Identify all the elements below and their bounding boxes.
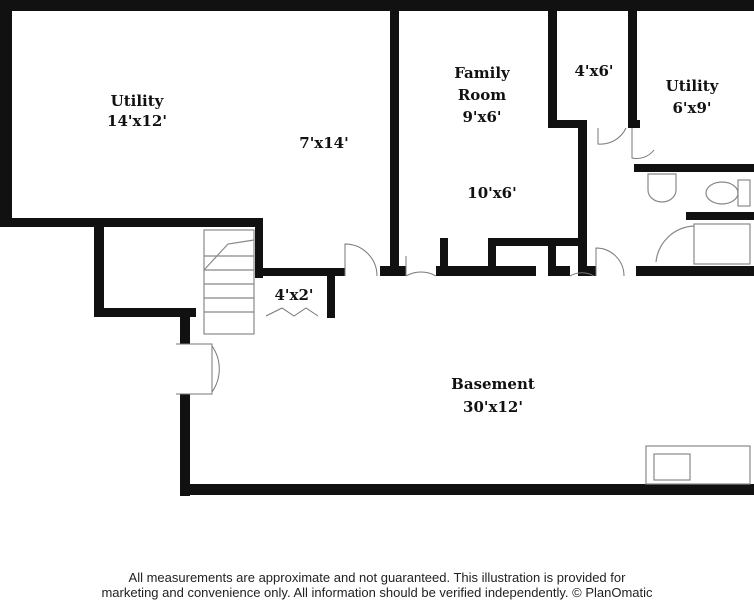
utility-left-size: 14'x12'	[107, 112, 167, 130]
exterior-walls	[0, 0, 754, 496]
family-room-name-2: Room	[458, 86, 506, 104]
interior-walls	[255, 10, 754, 318]
utility-left-name: Utility	[111, 92, 165, 110]
disclaimer-line-2: marketing and convenience only. All info…	[101, 585, 653, 600]
sink-icon	[647, 173, 677, 203]
utility-right-name: Utility	[666, 77, 720, 95]
basement-name: Basement	[451, 375, 535, 393]
family-room-name-1: Family	[454, 64, 511, 82]
disclaimer-line-1: All measurements are approximate and not…	[128, 570, 626, 585]
closet-top-size: 4'x6'	[574, 62, 613, 80]
hall-size: 7'x14'	[299, 134, 348, 152]
shower-icon	[693, 223, 751, 265]
family-room-size: 9'x6'	[462, 108, 501, 126]
toilet-bowl-icon	[705, 181, 739, 205]
staircase	[203, 229, 255, 335]
toilet-tank-icon	[737, 179, 751, 207]
hall2-size: 10'x6'	[467, 184, 516, 202]
utility-right-size: 6'x9'	[672, 99, 711, 117]
basement-size: 30'x12'	[463, 398, 523, 416]
bathroom-fixtures	[645, 173, 751, 485]
doors	[176, 127, 655, 395]
utility-sink-icon	[645, 445, 751, 485]
closet-small-size: 4'x2'	[274, 286, 313, 304]
